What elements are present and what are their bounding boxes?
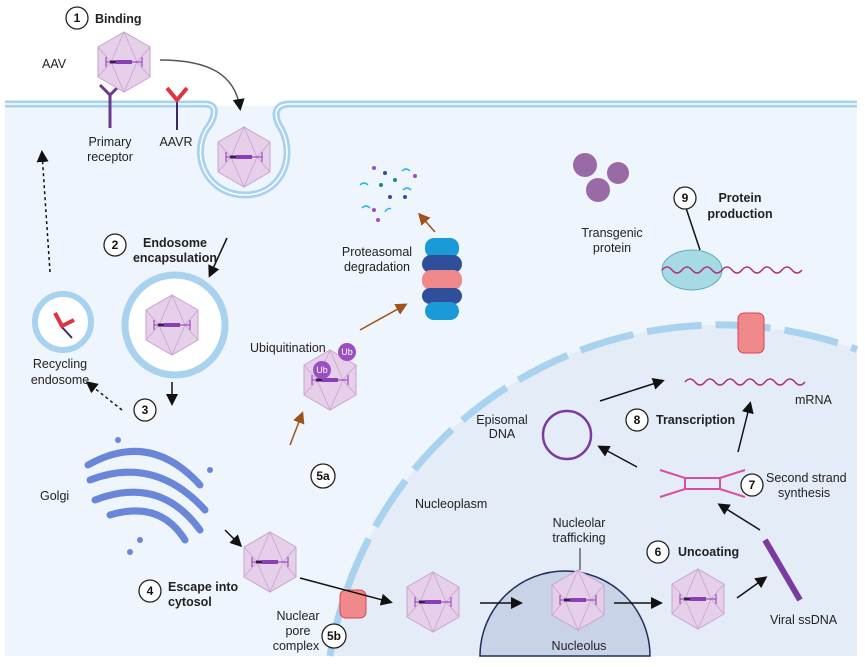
recycling-arrows [36,150,123,411]
recycling-endosome-label: Recycling [33,357,87,371]
step-6-label: Uncoating [678,545,739,559]
transgenic-protein-label: Transgenic [581,226,642,240]
step-4-label: cytosol [168,595,212,609]
aavr-label: AAVR [159,135,192,149]
mrna-icon [684,378,806,386]
recycling-aavr-icon [53,312,75,339]
translated-mrna-icon [661,266,803,274]
step-6-number: 6 [655,545,662,559]
viral-ssdna-label: Viral ssDNA [770,613,838,627]
step-8-number: 8 [634,413,641,427]
step-2-number: 2 [112,238,119,252]
transgenic-protein-icon [573,153,629,202]
episomal-dna-label: DNA [489,427,516,441]
nucleus [330,324,857,656]
step-badges [65,6,764,649]
nuclear-pore-label: complex [273,639,320,653]
peptide-fragments-icon [359,166,417,222]
primary-receptor-label: Primary [88,135,132,149]
golgi-label: Golgi [40,489,69,503]
step-9-label: Protein [718,191,761,205]
ub-label: Ub [341,347,353,357]
proteasome-icon [422,238,462,320]
mrna-label: mRNA [795,393,832,407]
viral-ssdna-icon [762,538,803,602]
primary-receptor-label: receptor [87,150,133,164]
double-stranded-dna-icon [659,469,746,498]
nucleolus-label: Nucleolus [552,639,607,653]
step-8-label: Transcription [656,413,735,427]
step-7-number: 7 [749,478,756,492]
proteasomal-degradation-label: Proteasomal [342,245,412,259]
nucleolar-trafficking-label: trafficking [552,531,605,545]
step-2-label: Endosome [143,236,207,250]
recycling-endosome-label: endosome [31,373,89,387]
ub-label: Ub [316,365,328,375]
recycling-endosome [32,291,94,353]
nuclear-pore-label: pore [285,624,310,638]
episomal-dna-label: Episomal [476,413,527,427]
step-3-number: 3 [142,403,149,417]
aav-label: AAV [42,57,67,71]
step-4-number: 4 [147,584,154,598]
step-7-label: Second strand [766,471,847,485]
degradation-arrows [289,212,436,446]
step-7-label: synthesis [778,486,830,500]
ubiquitin-icon [338,343,356,361]
transgenic-protein-label: protein [593,241,631,255]
step-2-label: encapsulation [133,251,217,265]
ubiquitin-icon [313,361,331,379]
golgi-apparatus [84,437,213,555]
step-5b-number: 5b [327,629,341,643]
proteasomal-degradation-label: degradation [344,260,410,274]
step-1-number: 1 [74,11,81,25]
step-9-label: production [707,207,772,221]
step-1-label: Binding [95,12,142,26]
nuclear-pore-label: Nuclear [276,609,319,623]
episomal-dna-icon [541,409,593,461]
nuclear-pore-icon [339,312,765,619]
ubiquitination-label: Ubiquitination [250,341,326,355]
nucleolar-trafficking-label: Nucleolar [553,516,606,530]
step-4-label: Escape into [168,580,239,594]
aavr-receptor-icon [165,86,189,130]
nucleoplasm-label: Nucleoplasm [415,497,487,511]
step-9-number: 9 [682,191,689,205]
step-5a-number: 5a [316,469,330,483]
